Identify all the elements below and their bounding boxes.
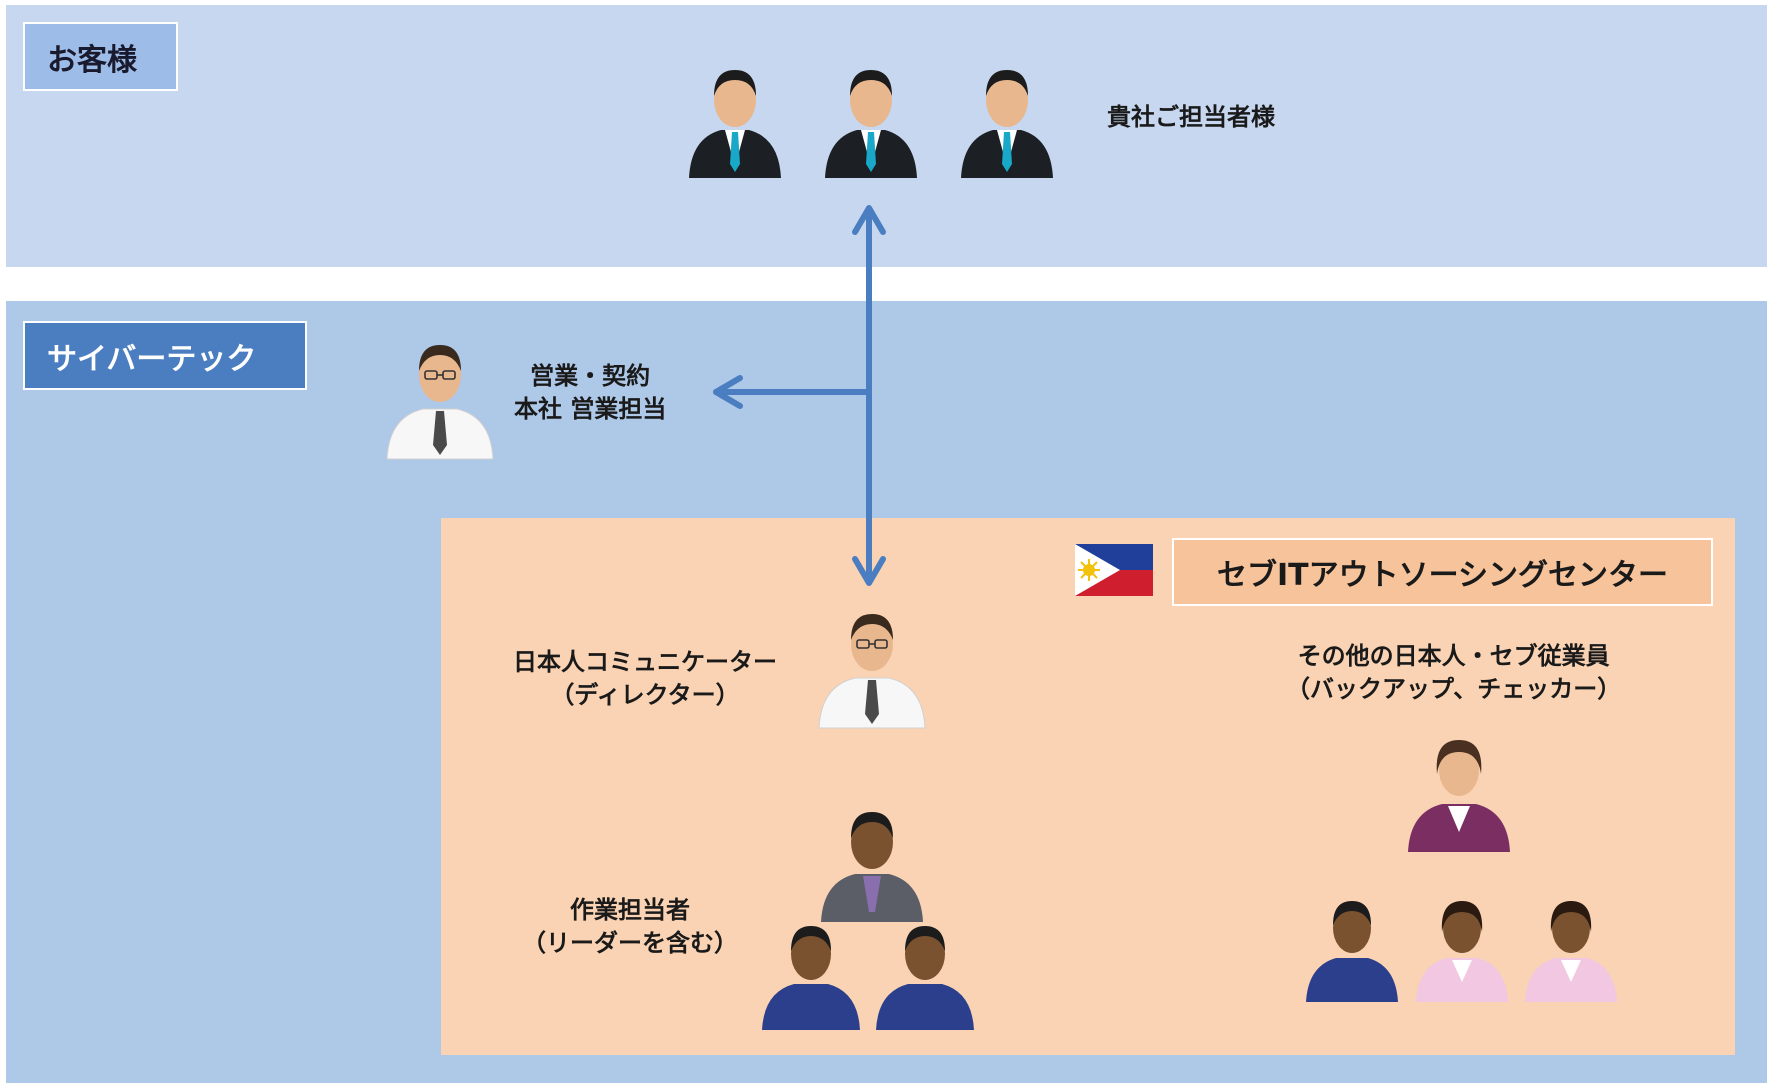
staff-icon xyxy=(1408,740,1510,852)
communicator-label: 日本人コミュニケーター （ディレクター） xyxy=(513,646,777,712)
staff-icon xyxy=(1416,901,1508,1002)
workers-label-line2: （リーダーを含む） xyxy=(522,929,738,957)
staff-icon xyxy=(1306,901,1398,1002)
sales-label-line2: 本社 営業担当 xyxy=(514,395,667,423)
cebu-center-title: セブITアウトソーシングセンター xyxy=(1172,538,1713,606)
sales-label: 営業・契約 本社 営業担当 xyxy=(514,360,666,426)
office-worker-icon xyxy=(386,345,494,460)
cebu-center-box xyxy=(441,518,1735,1055)
customer-tag: お客様 xyxy=(23,22,178,91)
office-worker-icon xyxy=(818,614,926,729)
workers-label: 作業担当者 （リーダーを含む） xyxy=(522,894,738,960)
philippines-flag-icon xyxy=(1075,544,1153,596)
arrowhead-up xyxy=(852,205,886,235)
sales-label-line1: 営業・契約 xyxy=(530,362,651,390)
company-tag: サイバーテック xyxy=(23,321,307,390)
others-label-line1: その他の日本人・セブ従業員 xyxy=(1297,642,1610,670)
staff-icon xyxy=(876,926,974,1030)
others-label-line2: （バックアップ、チェッカー） xyxy=(1286,675,1622,703)
arrowhead-down xyxy=(852,556,886,586)
others-label: その他の日本人・セブ従業員 （バックアップ、チェッカー） xyxy=(1286,640,1621,706)
communicator-label-line1: 日本人コミュニケーター xyxy=(513,648,777,676)
customer-contact-label: 貴社ご担当者様 xyxy=(1107,103,1275,131)
staff-icon xyxy=(1525,901,1617,1002)
staff-icon xyxy=(762,926,860,1030)
businessman-icon xyxy=(825,70,917,178)
workers-label-line1: 作業担当者 xyxy=(570,896,690,924)
businessman-icon xyxy=(689,70,781,178)
arrowhead-left xyxy=(713,375,743,409)
businessman-icon xyxy=(961,70,1053,178)
communicator-label-line2: （ディレクター） xyxy=(550,681,740,709)
staff-icon xyxy=(821,812,923,922)
